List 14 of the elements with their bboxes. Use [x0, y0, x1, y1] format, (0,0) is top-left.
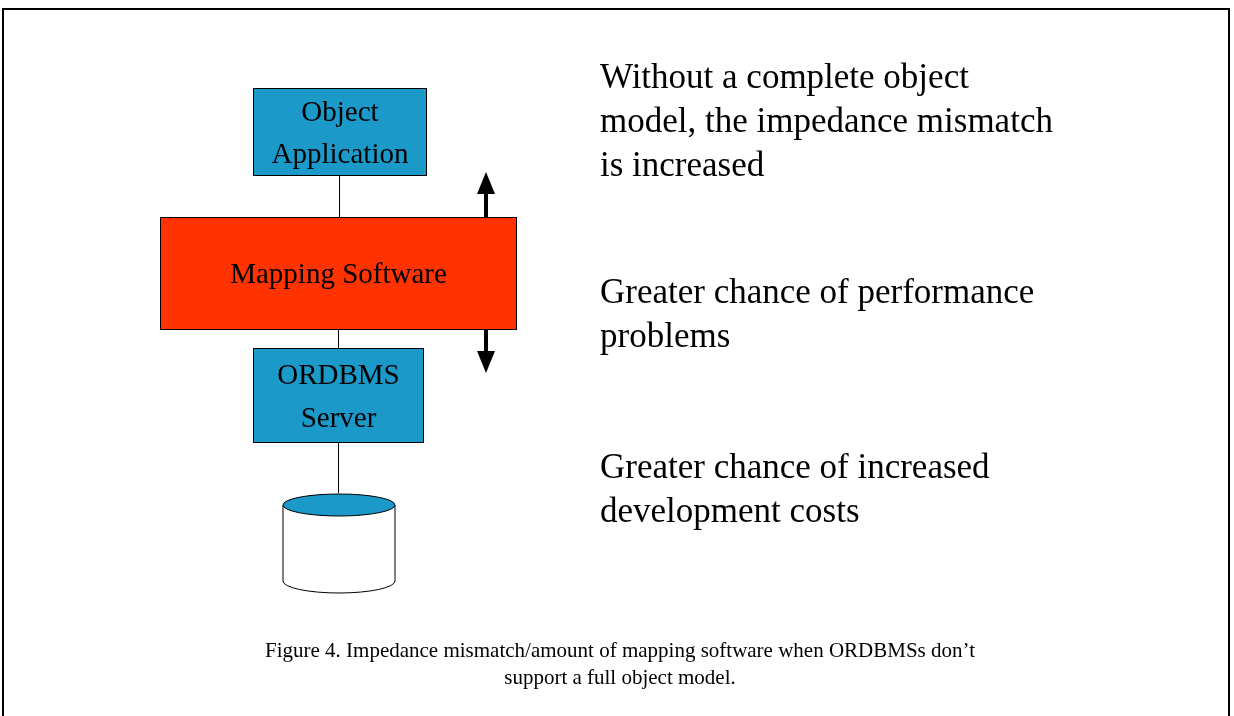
note-text: Greater chance of increased development costs — [600, 446, 991, 532]
box-label: Mapping Software — [230, 256, 447, 292]
database-cylinder — [282, 493, 396, 594]
note-text: Greater chance of performance problems — [600, 271, 1036, 357]
mapping-box — [160, 217, 517, 330]
connector-line — [338, 442, 339, 494]
box-label: ORDBMS Server — [276, 357, 401, 435]
connector-line — [338, 329, 339, 349]
figure-caption: Figure 4. Impedance mismatch/amount of mapping software when ORDBMSs don’t support a full object model. — [264, 637, 976, 692]
process-box — [253, 88, 427, 176]
box-label: Object Application — [270, 93, 410, 171]
process-box — [253, 348, 424, 443]
connector-line — [339, 175, 340, 218]
note-text: Without a complete object model, the impedance mismatch is increased — [600, 56, 1054, 186]
